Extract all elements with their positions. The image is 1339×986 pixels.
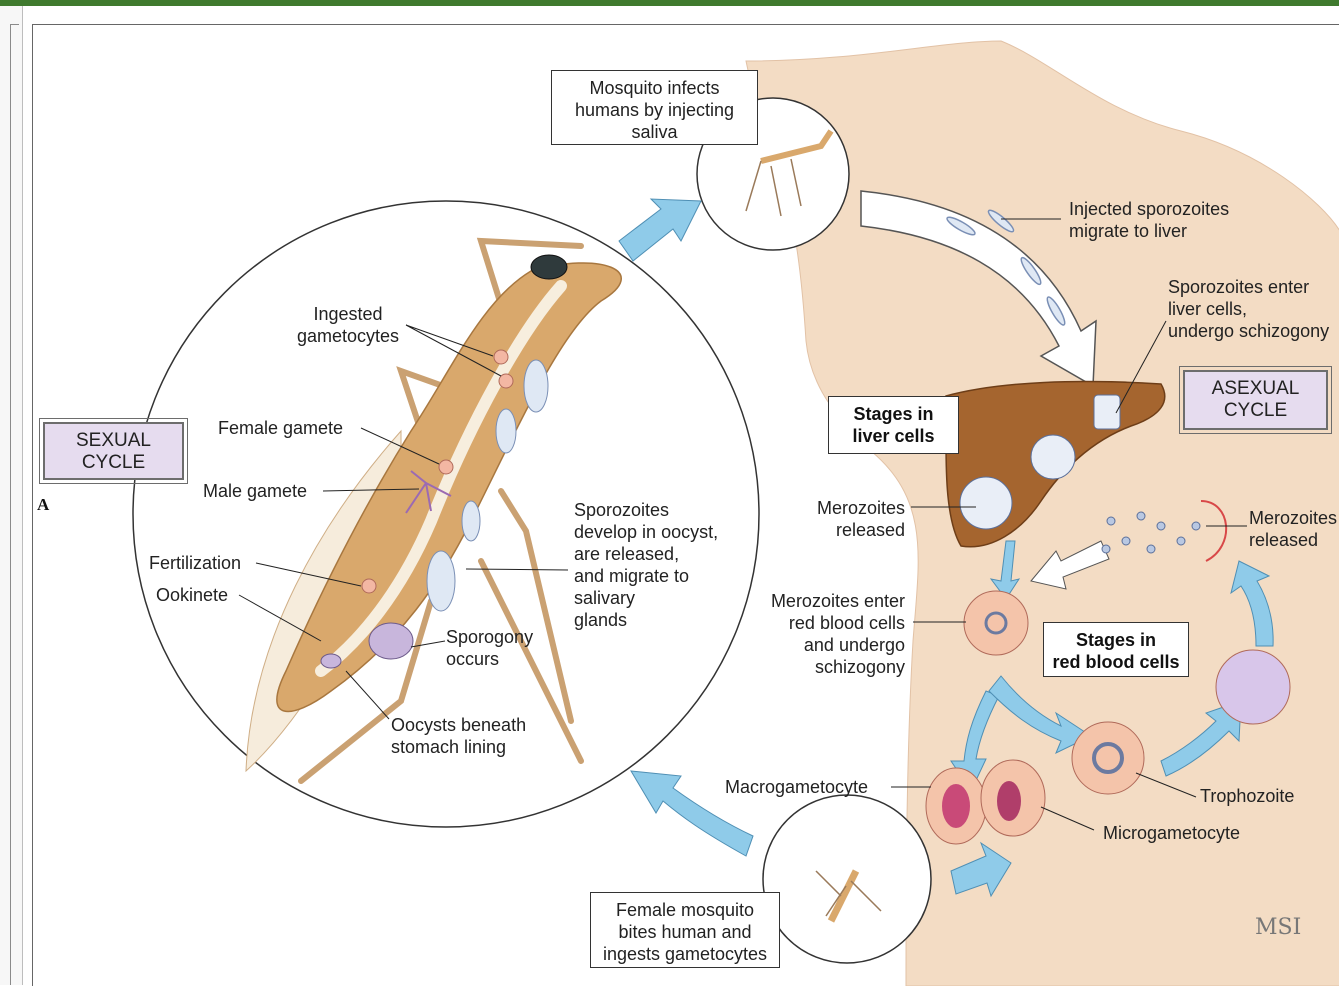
label-ingested-gametocytes: Ingested gametocytes — [283, 303, 413, 347]
label-microgametocyte: Microgametocyte — [1103, 822, 1240, 844]
asexual-cycle-label: ASEXUAL CYCLE — [1183, 370, 1328, 430]
mosquito-infects-box: Mosquito infects humans by injecting sal… — [551, 70, 758, 145]
bite-circle-bottom — [763, 795, 931, 963]
label-merozoites-released-left: Merozoites released — [787, 497, 905, 541]
stages-liver-box: Stages in liver cells — [828, 396, 959, 454]
sexual-cycle-label: SEXUAL CYCLE — [43, 422, 184, 480]
left-frame — [0, 6, 23, 985]
label-fertilization: Fertilization — [149, 552, 241, 574]
label-sporogony: Sporogony occurs — [446, 626, 533, 670]
label-sporozoites-enter: Sporozoites enter liver cells, undergo s… — [1168, 276, 1338, 342]
label-sporozoites-develop: Sporozoites develop in oocyst, are relea… — [574, 499, 718, 631]
top-accent-bar — [0, 0, 1339, 6]
mosquito-eye — [531, 255, 567, 279]
figure-panel: A SEXUAL CYCLE ASEXUAL CYCLE Mosquito in… — [32, 24, 1339, 986]
artist-signature: MSI — [1255, 915, 1301, 940]
label-injected-sporozoites: Injected sporozoites migrate to liver — [1069, 198, 1229, 242]
label-male-gamete: Male gamete — [203, 480, 307, 502]
stages-rbc-box: Stages in red blood cells — [1043, 622, 1189, 677]
figure-letter: A — [37, 495, 49, 515]
label-merozoites-enter: Merozoites enter red blood cells and und… — [737, 590, 905, 678]
label-macrogametocyte: Macrogametocyte — [725, 776, 868, 798]
label-trophozoite: Trophozoite — [1200, 785, 1294, 807]
female-bites-box: Female mosquito bites human and ingests … — [590, 892, 780, 968]
label-ookinete: Ookinete — [156, 584, 228, 606]
label-female-gamete: Female gamete — [218, 417, 343, 439]
label-merozoites-released-right: Merozoites released — [1249, 507, 1339, 551]
label-oocysts: Oocysts beneath stomach lining — [391, 714, 526, 758]
